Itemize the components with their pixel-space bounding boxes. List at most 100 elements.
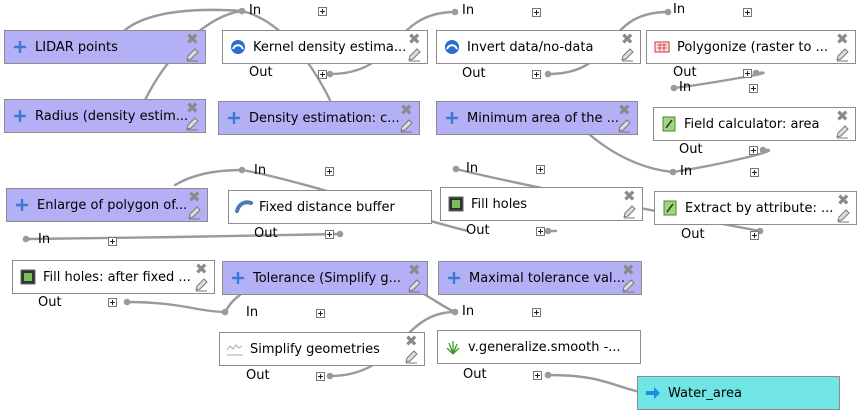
input-node-maxtol[interactable]: Maximal tolerance val... ✖ <box>438 261 642 295</box>
edit-icon[interactable] <box>185 116 200 135</box>
input-node-enlarge[interactable]: Enlarge of polygon of... ✖ <box>6 188 208 222</box>
edit-icon[interactable] <box>622 204 637 223</box>
edit-icon[interactable] <box>187 205 202 224</box>
edit-icon[interactable] <box>621 278 636 297</box>
field-calculator-icon <box>660 115 678 133</box>
edit-icon[interactable] <box>836 208 851 227</box>
expand-in-kde[interactable] <box>318 7 327 16</box>
edit-icon[interactable] <box>835 47 850 66</box>
fill-holes-icon <box>447 195 465 213</box>
arrow-right-icon <box>644 384 662 402</box>
remove-icon[interactable]: ✖ <box>408 261 421 279</box>
polygonize-icon <box>653 38 671 56</box>
port-out-buffer: Out <box>254 226 278 241</box>
algorithm-node-fillholes2[interactable]: Fill holes: after fixed ... ✖ <box>12 260 215 294</box>
remove-icon[interactable]: ✖ <box>188 188 201 206</box>
algorithm-node-invert[interactable]: Invert data/no-data ✖ <box>436 30 641 64</box>
port-in-buffer: In <box>254 163 267 178</box>
port-out-fillholes: Out <box>466 223 490 238</box>
expand-out-fillholes2[interactable] <box>108 298 117 307</box>
algorithm-node-fieldcalc[interactable]: Field calculator: area ✖ <box>653 107 856 141</box>
port-in-fillholes: In <box>466 161 479 176</box>
expand-out-simplify[interactable] <box>316 372 325 381</box>
algorithm-node-extract[interactable]: Extract by attribute: ... ✖ <box>654 191 857 225</box>
remove-icon[interactable]: ✖ <box>836 107 849 125</box>
node-label: Tolerance (Simplify g... <box>253 270 402 286</box>
remove-icon[interactable]: ✖ <box>623 187 636 205</box>
expand-out-extract[interactable] <box>750 231 759 240</box>
buffer-icon <box>235 198 253 216</box>
expand-in-polygonize[interactable] <box>743 8 752 17</box>
port-out-kde: Out <box>249 65 273 80</box>
expand-out-invert[interactable] <box>532 70 541 79</box>
edit-icon[interactable] <box>404 349 419 368</box>
edit-icon[interactable] <box>407 47 422 66</box>
remove-icon[interactable]: ✖ <box>186 30 199 48</box>
node-label: Enlarge of polygon of... <box>37 197 188 213</box>
algorithm-node-smooth[interactable]: v.generalize.smooth -... <box>437 330 641 364</box>
port-in-invert: In <box>462 3 475 18</box>
expand-in-fillholes2[interactable] <box>108 237 117 246</box>
edit-icon[interactable] <box>620 47 635 66</box>
port-in-polygonize: In <box>673 2 686 17</box>
input-node-minarea[interactable]: Minimum area of the ... ✖ <box>436 101 638 135</box>
expand-in-invert[interactable] <box>532 8 541 17</box>
algorithm-node-fillholes[interactable]: Fill holes ✖ <box>440 187 643 221</box>
expand-in-smooth[interactable] <box>532 308 541 317</box>
remove-icon[interactable]: ✖ <box>622 261 635 279</box>
node-label: Kernel density estima... <box>253 39 407 55</box>
wire-tolerance-to-simplify <box>223 293 242 314</box>
edit-icon[interactable] <box>185 47 200 66</box>
input-node-lidar[interactable]: LIDAR points ✖ <box>4 30 206 64</box>
expand-out-smooth[interactable] <box>533 371 542 380</box>
remove-icon[interactable]: ✖ <box>186 99 199 117</box>
plus-icon <box>13 196 31 214</box>
fill-holes-icon <box>19 268 37 286</box>
node-label: Extract by attribute: ... <box>685 200 834 216</box>
node-label: Polygonize (raster to ... <box>677 39 828 55</box>
edit-icon[interactable] <box>835 124 850 143</box>
remove-icon[interactable]: ✖ <box>621 30 634 48</box>
expand-in-simplify[interactable] <box>316 309 325 318</box>
edit-icon[interactable] <box>617 118 632 137</box>
expand-out-polygonize[interactable] <box>743 69 752 78</box>
edit-icon[interactable] <box>194 277 209 296</box>
expand-in-buffer[interactable] <box>325 167 334 176</box>
port-out-invert: Out <box>462 66 486 81</box>
plus-icon <box>229 269 247 287</box>
remove-icon[interactable]: ✖ <box>836 30 849 48</box>
edit-icon[interactable] <box>407 278 422 297</box>
algorithm-node-simplify[interactable]: Simplify geometries ✖ <box>219 332 425 366</box>
input-node-radius[interactable]: Radius (density estim... ✖ <box>4 99 206 133</box>
node-label: Minimum area of the ... <box>467 110 620 126</box>
input-node-tolerance[interactable]: Tolerance (Simplify g... ✖ <box>222 261 428 295</box>
expand-in-extract[interactable] <box>750 168 759 177</box>
algorithm-node-buffer[interactable]: Fixed distance buffer <box>228 190 432 224</box>
algorithm-node-kde[interactable]: Kernel density estima... ✖ <box>222 30 428 64</box>
expand-in-fillholes[interactable] <box>536 165 545 174</box>
invert-data-icon <box>443 38 461 56</box>
node-label: Density estimation: c... <box>249 110 400 126</box>
remove-icon[interactable]: ✖ <box>195 260 208 278</box>
expand-out-fillholes[interactable] <box>536 227 545 236</box>
simplify-icon <box>226 340 244 358</box>
port-in-fieldcalc: In <box>679 80 692 95</box>
expand-in-fieldcalc[interactable] <box>749 84 758 93</box>
remove-icon[interactable]: ✖ <box>837 191 850 209</box>
port-out-fillholes2: Out <box>38 295 62 310</box>
expand-out-kde[interactable] <box>318 70 327 79</box>
node-label: Water_area <box>668 385 742 401</box>
expand-out-buffer[interactable] <box>325 230 334 239</box>
kernel-density-icon <box>229 38 247 56</box>
algorithm-node-polygonize[interactable]: Polygonize (raster to ... ✖ <box>646 30 856 64</box>
remove-icon[interactable]: ✖ <box>400 101 413 119</box>
remove-icon[interactable]: ✖ <box>405 332 418 350</box>
edit-icon[interactable] <box>399 118 414 137</box>
expand-out-fieldcalc[interactable] <box>749 146 758 155</box>
input-node-density[interactable]: Density estimation: c... ✖ <box>218 101 420 135</box>
remove-icon[interactable]: ✖ <box>618 101 631 119</box>
remove-icon[interactable]: ✖ <box>408 30 421 48</box>
node-label: LIDAR points <box>35 39 118 55</box>
port-in-smooth: In <box>462 304 475 319</box>
output-node-water[interactable]: Water_area <box>637 376 840 410</box>
